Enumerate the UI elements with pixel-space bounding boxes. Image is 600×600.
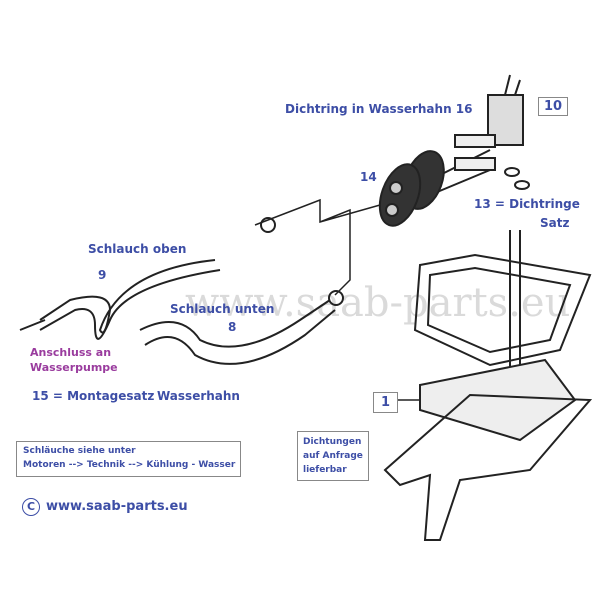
part-number-8: 8 — [228, 320, 237, 334]
watermark: www.saab-parts.eu — [185, 280, 571, 326]
label-schlauch-oben: Schlauch oben — [88, 242, 187, 256]
part-number-10: 10 — [538, 97, 569, 116]
info-box-line2: Motoren --> Technik --> Kühlung - Wasser — [23, 460, 236, 470]
pipe-leader-lines — [254, 198, 381, 296]
copyright-url: www.saab-parts.eu — [46, 499, 188, 514]
gasket-note-line2: auf Anfrage — [303, 451, 363, 461]
part-number-1: 1 — [373, 392, 399, 413]
heater-core-drawing — [380, 253, 593, 541]
label-wasserhahn: Wasserhahn — [157, 389, 240, 403]
label-montagesatz-15: 15 = Montagesatz — [32, 389, 155, 403]
copyright-icon: C — [22, 498, 40, 516]
label-dichtring-16: Dichtring in Wasserhahn 16 — [285, 102, 473, 116]
part-number-14: 14 — [360, 170, 377, 184]
label-satz: Satz — [540, 216, 570, 230]
gaskets-14 — [378, 150, 445, 227]
gasket-note-box: Dichtungen auf Anfrage lieferbar — [297, 431, 369, 481]
gasket-note-line1: Dichtungen — [303, 437, 362, 447]
label-anschluss: Anschluss an — [30, 346, 112, 359]
label-schlauch-unten: Schlauch unten — [170, 302, 275, 316]
info-box: Schläuche siehe unter Motoren --> Techni… — [16, 441, 241, 477]
hoses-drawing — [19, 217, 344, 365]
info-box-line1: Schläuche siehe unter — [23, 446, 136, 456]
gasket-note-line3: lieferbar — [303, 465, 347, 475]
label-dichtringe-13: 13 = Dichtringe — [474, 197, 580, 211]
label-wasserpumpe: Wasserpumpe — [30, 361, 118, 374]
part-number-9: 9 — [98, 268, 107, 282]
water-valve-drawing — [429, 74, 530, 380]
